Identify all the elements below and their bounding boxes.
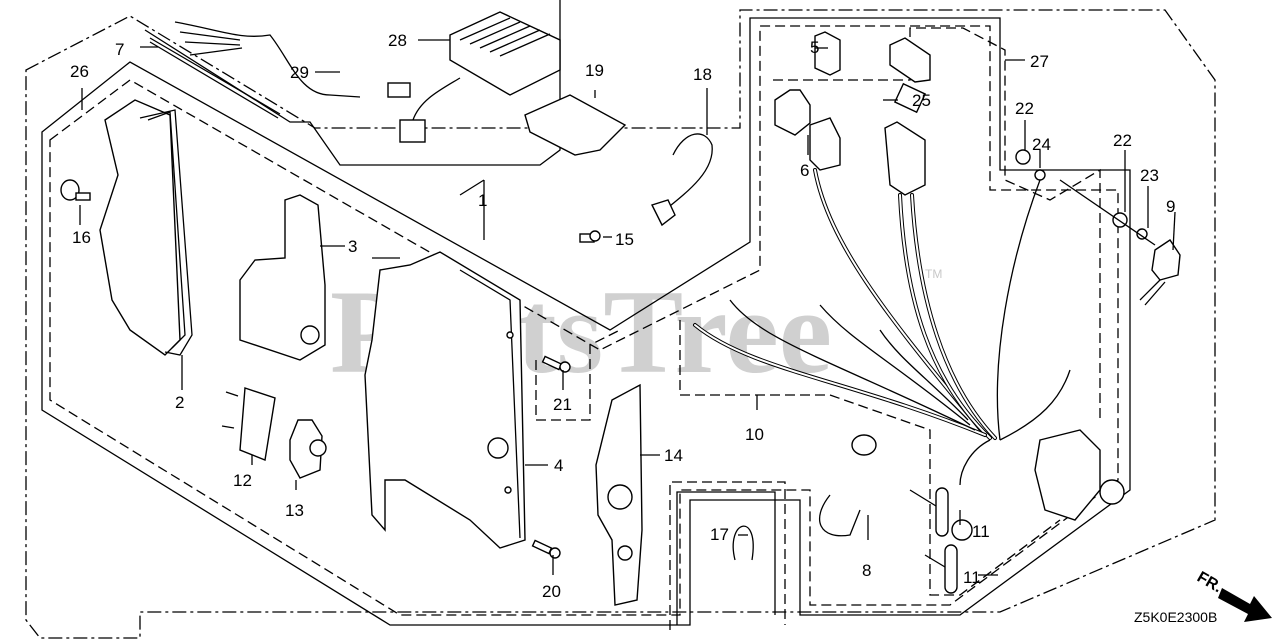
part-label-washer[interactable]: 23 — [1140, 166, 1159, 185]
part-label-fuse[interactable]: 25 — [912, 91, 931, 110]
part-label-screw[interactable]: 21 — [553, 395, 572, 414]
tube-part[interactable] — [149, 37, 281, 119]
part-label-screw[interactable]: 20 — [542, 582, 561, 601]
part-label-switch[interactable]: 12 — [233, 471, 252, 490]
washer-23-part[interactable] — [1136, 228, 1148, 240]
part-label-circuit-breaker[interactable]: 13 — [285, 501, 304, 520]
outline-screw-21-box — [535, 329, 621, 421]
screw-15-part[interactable] — [579, 230, 601, 243]
part-label-fuse-cover[interactable]: 27 — [1030, 52, 1049, 71]
bracket-part[interactable] — [239, 194, 326, 361]
outline-harness-box — [679, 320, 1061, 596]
key-part-2[interactable] — [924, 544, 958, 594]
key-part-1[interactable] — [909, 487, 949, 537]
fuse-holder-part[interactable] — [884, 121, 926, 196]
part-label-key[interactable]: 11 — [972, 522, 990, 541]
fuse-part[interactable] — [893, 82, 927, 114]
band-part[interactable] — [651, 133, 713, 227]
drawing-code: Z5K0E2300B — [1134, 609, 1217, 625]
fuse-cover-part[interactable] — [889, 37, 931, 83]
key-ring-part[interactable] — [951, 519, 973, 541]
part-label-wire-harness[interactable]: 10 — [745, 425, 764, 444]
part-label-control-panel[interactable]: 4 — [554, 456, 563, 475]
part-label-grommet-bolt[interactable]: 16 — [72, 228, 91, 247]
part-label-wire-clamp[interactable]: 8 — [862, 561, 871, 580]
circuit-breaker-part[interactable] — [289, 419, 327, 479]
relay-part[interactable] — [814, 31, 841, 76]
part-label-key[interactable]: 11 — [963, 568, 981, 587]
rubber-holder-part[interactable] — [774, 89, 811, 136]
screw-21-part[interactable] — [541, 355, 571, 373]
front-direction-label: FR. — [1194, 569, 1225, 597]
part-label-sub-harness[interactable]: 29 — [290, 63, 309, 82]
part-label-nut[interactable]: 22 — [1015, 99, 1034, 118]
part-label-diode[interactable]: 9 — [1166, 197, 1175, 216]
part-label-cushion[interactable]: 19 — [585, 61, 604, 80]
part-label-control-box-assembly[interactable]: 1 — [478, 191, 487, 210]
part-label-screw[interactable]: 15 — [615, 230, 634, 249]
watermark-tm: TM — [925, 267, 942, 281]
part-label-regulator[interactable]: 28 — [388, 31, 407, 50]
wire-clamp-part[interactable] — [819, 494, 861, 537]
part-label-washer[interactable]: 24 — [1032, 135, 1051, 154]
part-label-bracket[interactable]: 3 — [348, 237, 357, 256]
sub-harness-part[interactable] — [174, 21, 461, 143]
outline-assembly-1 — [41, 17, 1131, 626]
part-label-relay[interactable]: 5 — [810, 38, 819, 57]
part-label-control-box-cover[interactable]: 2 — [175, 393, 184, 412]
part-label-rubber-holder[interactable]: 6 — [800, 161, 809, 180]
leader-lines — [79, 39, 1176, 576]
outline-kit-26 — [25, 9, 1216, 639]
starter-solenoid-part[interactable] — [1034, 429, 1125, 521]
outline-inner — [49, 25, 1119, 616]
control-panel-part[interactable] — [364, 251, 526, 549]
grommet-part[interactable] — [851, 434, 877, 456]
outline-regulator-box — [144, 0, 561, 166]
outline-clip-17-box-2 — [676, 491, 776, 625]
clip-part[interactable] — [732, 525, 754, 561]
wire-harness-part[interactable] — [693, 168, 1071, 486]
front-arrow-icon — [1218, 588, 1272, 622]
control-box-cover-part[interactable] — [99, 99, 193, 356]
part-label-band[interactable]: 18 — [693, 65, 712, 84]
part-labels: 1234567891011111213141516171819202122222… — [70, 31, 1175, 601]
diode-part[interactable] — [1139, 239, 1181, 306]
grommet-bolt-part[interactable] — [60, 179, 91, 201]
washer-24-part[interactable] — [1034, 169, 1046, 181]
part-label-tube[interactable]: 7 — [115, 40, 124, 59]
mount-line — [1059, 179, 1156, 246]
part-label-clip[interactable]: 17 — [710, 525, 729, 544]
regulator-part[interactable] — [449, 11, 561, 96]
panel-label-part[interactable] — [595, 383, 643, 606]
part-label-panel-label[interactable]: 14 — [664, 446, 683, 465]
nut-22a-part[interactable] — [1015, 149, 1031, 165]
part-label-control-box-kit[interactable]: 26 — [70, 62, 89, 81]
switch-part[interactable] — [221, 387, 276, 461]
parts — [60, 11, 1181, 606]
harness-connector-part[interactable] — [809, 117, 841, 171]
outline-clip-17-box-1 — [669, 481, 786, 630]
screw-20-part[interactable] — [531, 539, 561, 559]
part-label-nut[interactable]: 22 — [1113, 131, 1132, 150]
cushion-part[interactable] — [524, 94, 627, 156]
